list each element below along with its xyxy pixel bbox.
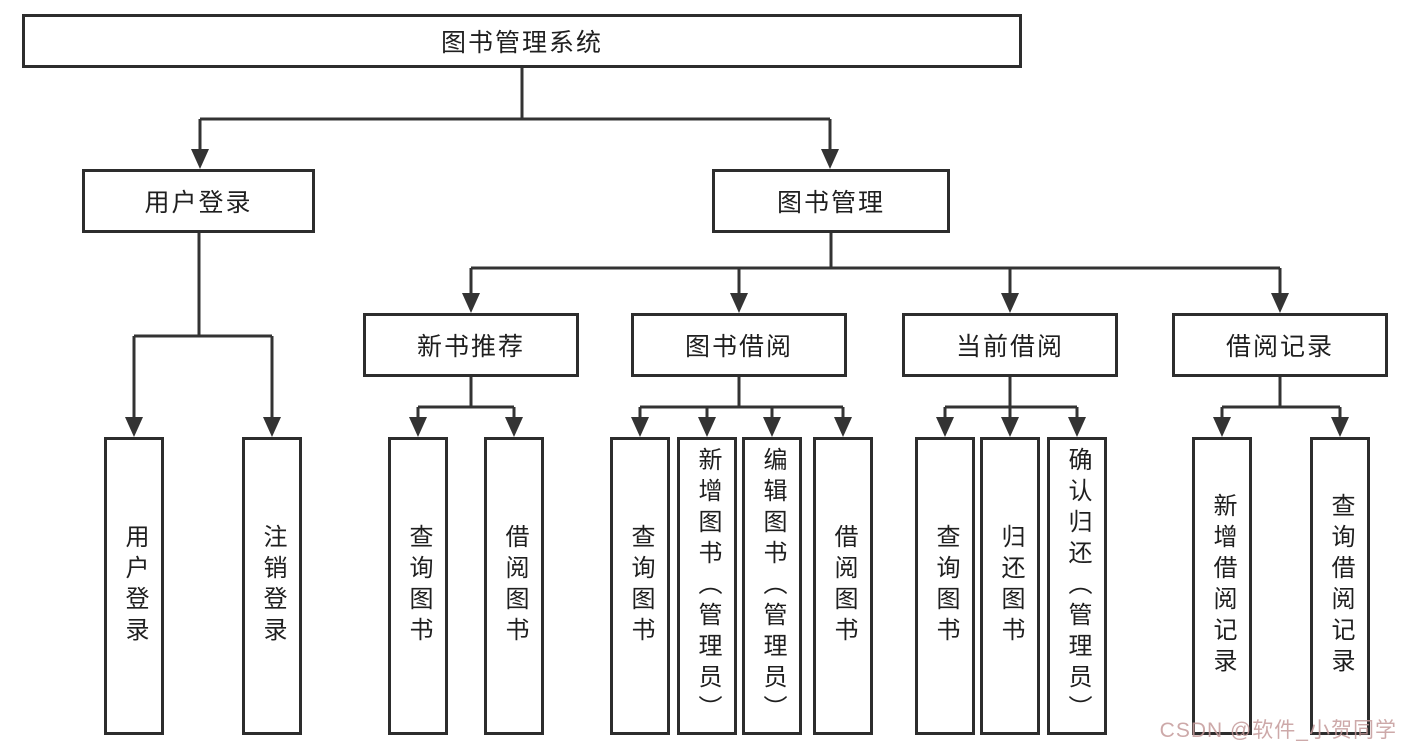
leaf-user-login-label: 用户登录 [121, 524, 148, 648]
leaf-borrow-edit-book-admin: 编辑图书（管理员） [742, 437, 802, 735]
leaf-user-login: 用户登录 [104, 437, 164, 735]
leaf-current-query-book-label: 查询图书 [932, 524, 959, 648]
node-new-book-recommend-label: 新书推荐 [416, 333, 525, 361]
node-book-management-label: 图书管理 [776, 189, 885, 217]
leaf-recommend-query-book-label: 查询图书 [405, 524, 432, 648]
node-book-borrow: 图书借阅 [631, 313, 847, 377]
leaf-logout: 注销登录 [242, 437, 302, 735]
leaf-record-add-record-label: 新增借阅记录 [1209, 493, 1236, 679]
leaf-current-query-book: 查询图书 [915, 437, 975, 735]
node-current-borrow-label: 当前借阅 [955, 333, 1064, 361]
node-new-book-recommend: 新书推荐 [363, 313, 579, 377]
csdn-watermark: CSDN @软件_小贺同学 [1159, 719, 1397, 742]
node-user-login: 用户登录 [82, 169, 315, 233]
leaf-recommend-borrow-book: 借阅图书 [484, 437, 544, 735]
leaf-record-query-record-label: 查询借阅记录 [1327, 493, 1354, 679]
leaf-record-query-record: 查询借阅记录 [1310, 437, 1370, 735]
node-borrow-record: 借阅记录 [1172, 313, 1388, 377]
leaf-borrow-borrow-book: 借阅图书 [813, 437, 873, 735]
leaf-borrow-query-book-label: 查询图书 [627, 524, 654, 648]
leaf-current-confirm-return-admin-label: 确认归还（管理员） [1064, 446, 1091, 726]
node-borrow-record-label: 借阅记录 [1225, 333, 1334, 361]
node-root-system: 图书管理系统 [22, 14, 1022, 68]
node-user-login-label: 用户登录 [144, 189, 253, 217]
leaf-recommend-borrow-book-label: 借阅图书 [501, 524, 528, 648]
node-root-system-label: 图书管理系统 [440, 29, 603, 57]
leaf-logout-label: 注销登录 [259, 524, 286, 648]
leaf-borrow-add-book-admin-label: 新增图书（管理员） [694, 446, 721, 726]
node-current-borrow: 当前借阅 [902, 313, 1118, 377]
leaf-current-confirm-return-admin: 确认归还（管理员） [1047, 437, 1107, 735]
leaf-borrow-edit-book-admin-label: 编辑图书（管理员） [759, 446, 786, 726]
leaf-recommend-query-book: 查询图书 [388, 437, 448, 735]
leaf-current-return-book-label: 归还图书 [997, 524, 1024, 648]
arrowhead-icons [125, 149, 1349, 437]
leaf-borrow-add-book-admin: 新增图书（管理员） [677, 437, 737, 735]
node-book-borrow-label: 图书借阅 [684, 333, 793, 361]
leaf-current-return-book: 归还图书 [980, 437, 1040, 735]
leaf-record-add-record: 新增借阅记录 [1192, 437, 1252, 735]
node-book-management: 图书管理 [712, 169, 950, 233]
leaf-borrow-query-book: 查询图书 [610, 437, 670, 735]
leaf-borrow-borrow-book-label: 借阅图书 [830, 524, 857, 648]
